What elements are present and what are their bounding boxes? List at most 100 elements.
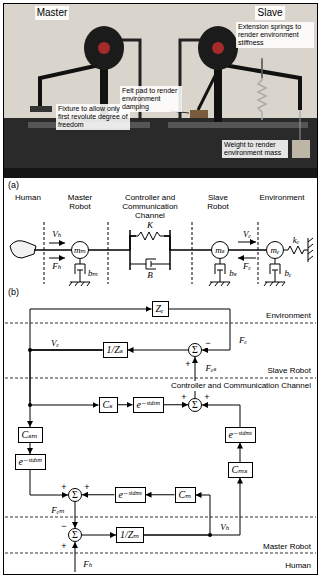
node-text: 1/Zₛ: [107, 344, 124, 355]
schematic: [108, 222, 109, 284]
schematic: [130, 259, 170, 269]
signal-name: Fₑ: [239, 335, 247, 345]
node-text: Σ: [192, 400, 198, 410]
photo-callout: Fixture to allow only first revolute deg…: [58, 105, 128, 128]
label-box: Slave Robot: [266, 366, 312, 375]
label-box: Fₑₛ: [205, 363, 218, 373]
junction-dot: [28, 403, 32, 407]
controller-block: Cₘ: [175, 487, 196, 503]
label-box: Vₑ: [50, 338, 60, 348]
signal-connector: [164, 404, 189, 405]
schematic: [238, 258, 256, 259]
signal-connector: [195, 357, 196, 398]
signal-connector: [240, 443, 241, 463]
transfer-block: 1/Zₛ: [103, 342, 128, 358]
column-heading: Controller and Communication Channel: [122, 193, 178, 220]
schematic: [258, 222, 259, 284]
junction-dot: [28, 348, 212, 537]
label-box: bₛ: [228, 268, 238, 278]
node-text: e⁻ˢᵗᵈᵐˢ: [229, 429, 252, 440]
signal-connector: [169, 309, 231, 350]
label-box: Vₑ: [242, 229, 252, 239]
label-box: Fₑ: [238, 335, 248, 345]
label-box: Controller and Communication Channel: [117, 193, 183, 221]
circle-outline: [69, 489, 82, 502]
controller-block: Cₘₛ: [228, 462, 253, 478]
sign: +: [84, 482, 89, 492]
schematic: [130, 232, 170, 240]
summing-junction: Σ: [68, 488, 82, 502]
controller-block: Cₛ: [99, 397, 118, 413]
label-box: Master Robot: [58, 193, 102, 211]
label-box: Controller and Communication Channel: [170, 381, 312, 390]
photo: [4, 118, 317, 178]
parameter-name: bₘ: [88, 268, 98, 278]
signal-name: Fₕ: [83, 559, 92, 569]
sign: +: [61, 541, 66, 551]
signal-name: Vₕ: [52, 229, 61, 239]
node-text: Σ: [72, 490, 78, 500]
signal-name: Vₕ: [220, 522, 229, 532]
label-box: Felt pad to render environment damping: [120, 86, 182, 112]
label-box: bₘ: [87, 268, 99, 278]
photo: [40, 64, 104, 108]
signal-name: Vₑ: [51, 338, 59, 348]
signal-connector: [30, 470, 68, 496]
label-box: +: [203, 392, 210, 402]
signal-connector: [82, 535, 116, 536]
label-box: Vₕ: [219, 522, 230, 532]
signal-connector: [30, 309, 152, 350]
signal-name: Fₑₛ: [206, 363, 217, 373]
parameter-name: K: [147, 220, 153, 230]
parameter-name: bₑ: [285, 268, 292, 278]
column-heading: Slave Robot: [207, 193, 228, 211]
controller-block: Cₛₘ: [18, 427, 43, 443]
summing-junction: Σ: [188, 343, 202, 357]
photo: [4, 4, 317, 178]
photo: [212, 42, 224, 54]
node-text: e⁻ˢᵗᵈˢᵐ: [19, 456, 42, 467]
signal-connector: [30, 350, 103, 405]
parameter-name: B: [147, 270, 153, 280]
column-heading: Master Robot: [68, 193, 92, 211]
signal-name: Vₑ: [243, 229, 251, 239]
node-text: Cₛₘ: [22, 429, 38, 440]
label-box: Fₑₘ: [50, 505, 65, 515]
photo: [98, 42, 110, 54]
schematic: [49, 243, 65, 244]
row-heading: Controller and Communication Channel: [171, 381, 311, 390]
node-text: Cₘ: [179, 489, 192, 500]
label-box: Environment: [265, 311, 312, 320]
label-box: (a): [7, 180, 20, 190]
photo: [300, 110, 301, 140]
schematic: [49, 258, 65, 259]
label-box: Vₕ: [51, 229, 62, 239]
node-text: e⁻ˢᵗᵈˢᵐ: [137, 399, 160, 410]
row-heading: Human: [285, 561, 311, 570]
band-separator: [5, 517, 316, 518]
mass-circle: mₘ: [71, 241, 89, 259]
node-text: Cₛ: [103, 399, 113, 410]
photo: [84, 26, 124, 70]
schematic: [238, 242, 256, 243]
panel-letter: (a): [8, 180, 19, 190]
sign: −: [61, 521, 66, 531]
label-box: Slave Robot: [198, 193, 238, 211]
label-box: +: [184, 359, 191, 369]
signal-connector: [118, 404, 133, 405]
figure-frame: [4, 4, 318, 575]
photo: [292, 140, 310, 158]
sign: +: [181, 392, 186, 402]
signal-name: Fₕ: [52, 261, 61, 271]
node-text: 1/Zₘ: [120, 529, 139, 540]
transfer-block: 1/Zₘ: [116, 527, 144, 543]
schematic: [308, 238, 313, 262]
label-box: Fₑ: [242, 261, 252, 271]
node-text: Zₑ: [156, 303, 164, 314]
parameter-name: bₛ: [229, 268, 237, 278]
photo: [4, 168, 317, 178]
node-text: e⁻ˢᵗᵈᵐˢ: [119, 489, 142, 500]
signal-connector: [128, 350, 189, 351]
node-text: Σ: [72, 530, 78, 540]
